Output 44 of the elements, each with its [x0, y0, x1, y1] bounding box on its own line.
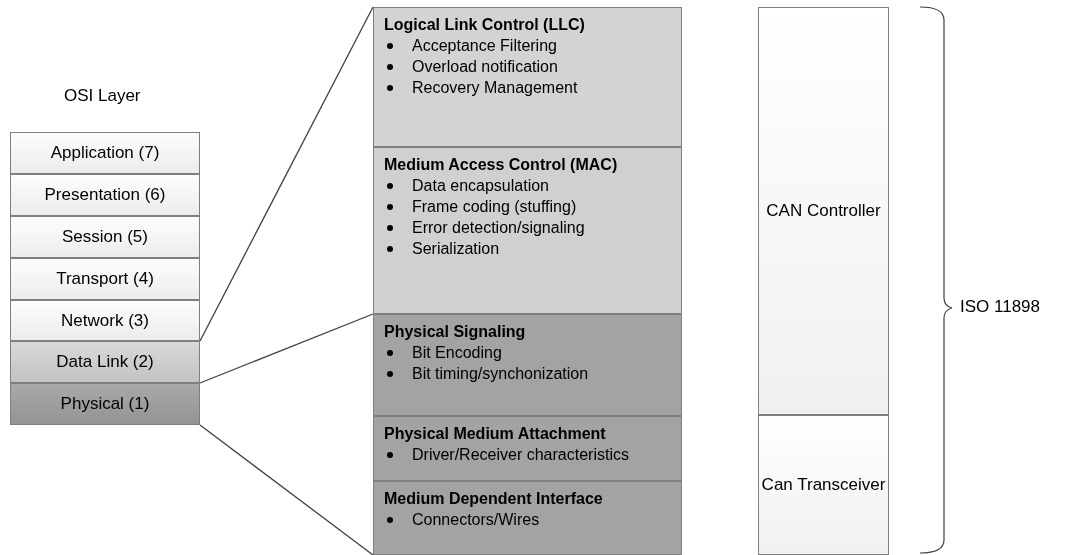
sublayer-heading: Logical Link Control (LLC): [384, 15, 586, 35]
layer-box: [10, 383, 200, 425]
sublayer-heading: Physical Signaling: [384, 322, 527, 342]
bullet-item: Serialization: [384, 238, 671, 259]
connector-line: [199, 313, 374, 384]
layer-name: Transport (4): [56, 269, 154, 289]
sublayer-heading: Medium Dependent Interface: [384, 489, 604, 509]
sublayer-heading: Medium Access Control (MAC): [384, 155, 619, 175]
bullet-item: Overload notification: [384, 56, 671, 77]
layer-name: Physical (1): [60, 394, 150, 414]
layer-box: [10, 174, 200, 216]
component-name: Can Transceiver: [761, 474, 886, 496]
layer-box: [10, 132, 200, 174]
column-heading: OSI Layer: [64, 86, 141, 106]
layer-name: Network (3): [61, 310, 149, 331]
layer-box: [10, 341, 200, 383]
layer-name: Session (5): [62, 227, 148, 247]
layer-name: Application (7): [50, 143, 160, 163]
sublayer-box: [373, 416, 682, 481]
component-name: CAN Controller: [766, 200, 881, 222]
bullet-item: Bit timing/synchonization: [384, 363, 671, 384]
component-box: [758, 7, 889, 415]
sublayer-box: [373, 481, 682, 555]
bullet-item: Acceptance Filtering: [384, 35, 671, 56]
sublayer-heading: Physical Medium Attachment: [384, 424, 607, 444]
bullet-item: Bit Encoding: [384, 342, 671, 363]
sublayer-box: [373, 147, 682, 314]
sublayer-box: [373, 314, 682, 416]
bullet-item: Connectors/Wires: [384, 509, 671, 530]
layer-box: [10, 216, 200, 258]
sublayer-box: [373, 7, 682, 147]
connector-line: [199, 424, 374, 555]
bullet-item: Frame coding (stuffing): [384, 196, 671, 217]
bullet-item: Data encapsulation: [384, 175, 671, 196]
bullet-item: Error detection/signaling: [384, 217, 671, 238]
connector-line: [199, 6, 374, 342]
standard-label: ISO 11898: [960, 297, 1041, 317]
layer-box: [10, 300, 200, 341]
bullet-item: Recovery Management: [384, 77, 671, 98]
component-box: [758, 415, 889, 555]
layer-name: Data Link (2): [56, 352, 154, 372]
layer-box: [10, 258, 200, 300]
layer-name: Presentation (6): [44, 185, 166, 205]
bullet-item: Driver/Receiver characteristics: [384, 444, 671, 465]
